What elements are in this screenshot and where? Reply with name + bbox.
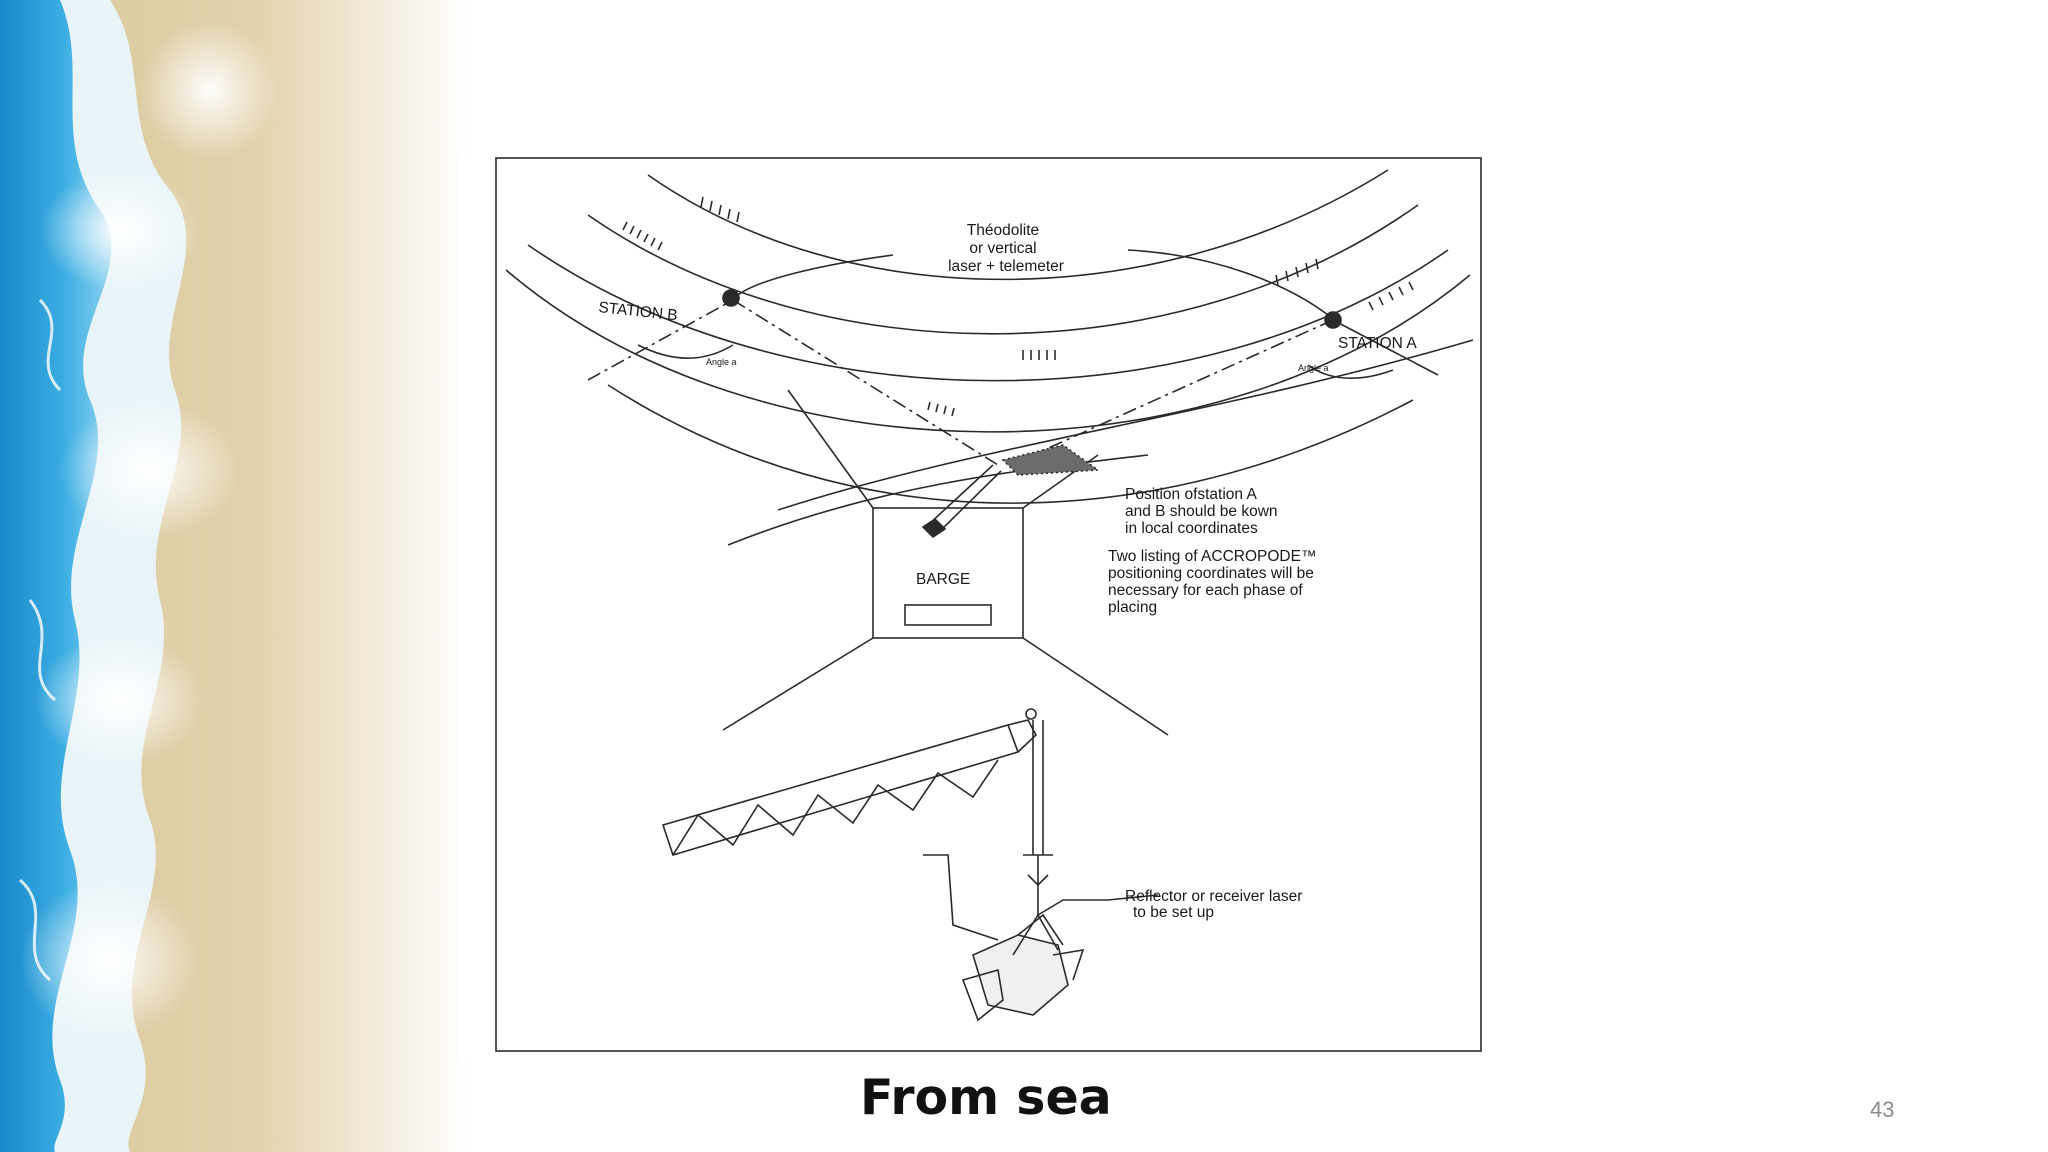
listing-note-line4: placing	[1108, 599, 1157, 616]
coast-curve-4	[647, 169, 1389, 281]
shore-line-2	[777, 339, 1474, 511]
position-note-line3: in local coordinates	[1125, 520, 1258, 537]
diagram-drawing: Théodolite or vertical laser + telemeter…	[495, 157, 1482, 1052]
crane-boom	[661, 708, 1053, 915]
diagram-border	[495, 157, 1482, 1052]
slide-caption: From sea	[860, 1069, 1112, 1126]
listing-note-line1: Two listing of ACCROPODE™	[1108, 548, 1316, 565]
angle-a-label: Angle a	[1298, 363, 1329, 373]
coast-curve-5	[607, 384, 1414, 504]
coast-curve-1	[505, 269, 1471, 433]
station-b-label: STATION B	[598, 299, 679, 324]
shore-line-1	[727, 454, 1149, 546]
scale-ticks	[622, 196, 1414, 417]
beach-background-image	[0, 0, 470, 1152]
instrument-label-line3: laser + telemeter	[948, 258, 1064, 275]
page-number: 43	[1870, 1097, 1895, 1122]
barge-deck	[904, 604, 992, 626]
reflector-note-line2: to be set up	[1133, 904, 1214, 921]
accropode-block	[961, 913, 1085, 1022]
instrument-label-line2: or vertical	[969, 240, 1036, 257]
listing-note-line3: necessary for each phase of	[1108, 582, 1303, 599]
position-note-line1: Position ofstation A	[1125, 486, 1257, 503]
listing-note-line2: positioning coordinates will be	[1108, 565, 1314, 582]
angle-b-label: Angle a	[706, 357, 737, 367]
barge-outline	[872, 507, 1024, 639]
station-a-label: STATION A	[1338, 335, 1417, 352]
instrument-label-line1: Théodolite	[967, 222, 1039, 239]
position-note-line2: and B should be kown	[1125, 503, 1278, 520]
barge-label: BARGE	[916, 571, 970, 588]
accropode-placement-diagram: Théodolite or vertical laser + telemeter…	[458, 155, 1524, 1059]
reflector-note-line1: Reflector or receiver laser	[1125, 888, 1302, 905]
